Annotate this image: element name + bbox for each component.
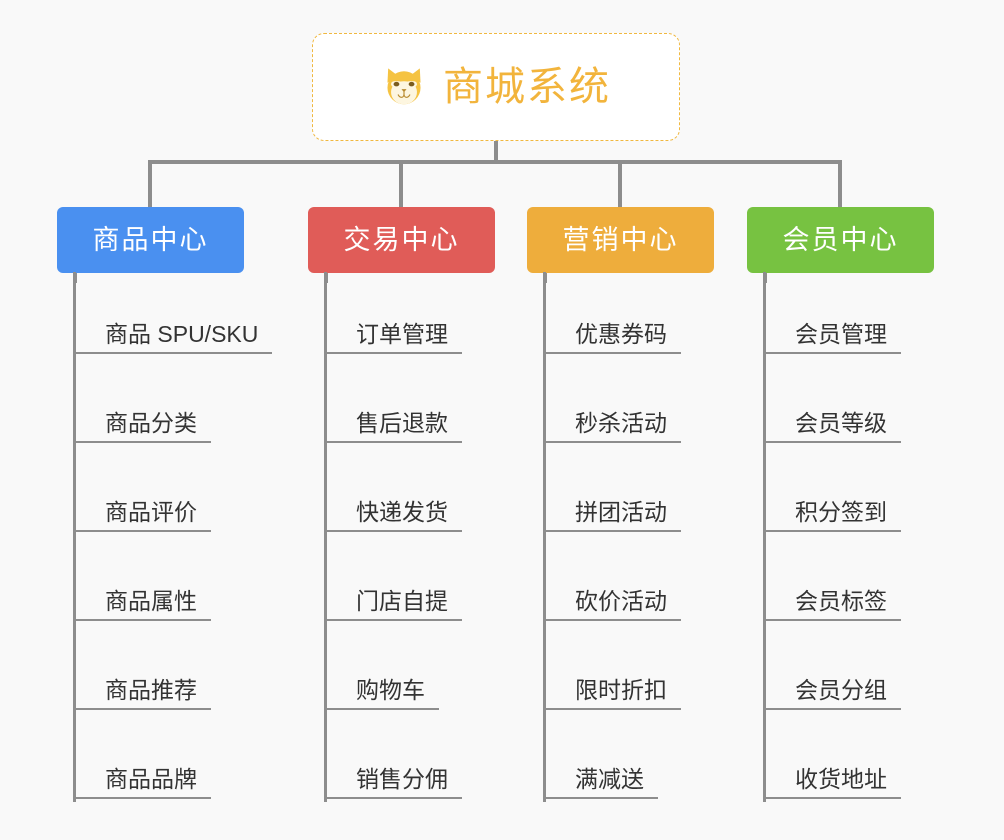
leaf-item[interactable]: 商品分类 — [73, 361, 211, 443]
leaf-spine-1 — [73, 272, 76, 802]
leaf-label: 会员分组 — [795, 677, 887, 703]
leaf-item[interactable]: 拼团活动 — [543, 450, 681, 532]
root-title: 商城系统 — [443, 65, 611, 109]
leaf-label: 优惠券码 — [575, 321, 667, 347]
branch-label-3: 营销中心 — [562, 224, 679, 255]
leaf-item[interactable]: 销售分佣 — [324, 717, 462, 799]
leaf-label: 快递发货 — [356, 499, 448, 525]
leaf-label: 商品属性 — [105, 588, 197, 614]
leaf-label: 销售分佣 — [356, 766, 448, 792]
branch-node-2[interactable]: 交易中心 — [308, 207, 495, 273]
connector-drop-1 — [148, 160, 152, 208]
leaf-item[interactable]: 商品品牌 — [73, 717, 211, 799]
leaf-item[interactable]: 满减送 — [543, 717, 658, 799]
leaf-item[interactable]: 砍价活动 — [543, 539, 681, 621]
leaf-label: 商品 SPU/SKU — [105, 321, 259, 347]
leaf-label: 商品评价 — [105, 499, 197, 525]
leaf-label: 商品分类 — [105, 410, 197, 436]
root-node[interactable]: 商城系统 — [312, 33, 680, 141]
branch-node-4[interactable]: 会员中心 — [747, 207, 934, 273]
leaf-item[interactable]: 商品评价 — [73, 450, 211, 532]
leaf-label: 门店自提 — [356, 588, 448, 614]
leaf-label: 会员等级 — [795, 410, 887, 436]
connector-drop-3 — [618, 160, 622, 208]
leaf-item[interactable]: 优惠券码 — [543, 272, 681, 354]
branch-label-4: 会员中心 — [782, 224, 899, 255]
connector-drop-4 — [838, 160, 842, 208]
leaf-spine-4 — [763, 272, 766, 802]
leaf-label: 商品品牌 — [105, 766, 197, 792]
connector-drop-2 — [399, 160, 403, 208]
leaf-label: 限时折扣 — [575, 677, 667, 703]
leaf-item[interactable]: 快递发货 — [324, 450, 462, 532]
leaf-item[interactable]: 会员等级 — [763, 361, 901, 443]
leaf-spine-3 — [543, 272, 546, 802]
leaf-item[interactable]: 会员管理 — [763, 272, 901, 354]
branch-node-1[interactable]: 商品中心 — [57, 207, 244, 273]
leaf-item[interactable]: 积分签到 — [763, 450, 901, 532]
leaf-item[interactable]: 限时折扣 — [543, 628, 681, 710]
connector-horizontal-bus — [148, 160, 842, 164]
leaf-item[interactable]: 收货地址 — [763, 717, 901, 799]
leaf-label: 订单管理 — [356, 321, 448, 347]
leaf-label: 收货地址 — [795, 766, 887, 792]
branch-label-2: 交易中心 — [343, 224, 460, 255]
leaf-label: 满减送 — [575, 766, 644, 792]
leaf-label: 砍价活动 — [575, 588, 667, 614]
leaf-label: 会员标签 — [795, 588, 887, 614]
leaf-label: 购物车 — [356, 677, 425, 703]
connector-root-stem — [494, 141, 498, 164]
shiba-dog-icon — [387, 68, 421, 105]
leaf-label: 积分签到 — [795, 499, 887, 525]
leaf-item[interactable]: 会员标签 — [763, 539, 901, 621]
leaf-item[interactable]: 会员分组 — [763, 628, 901, 710]
leaf-label: 售后退款 — [356, 410, 448, 436]
leaf-item[interactable]: 售后退款 — [324, 361, 462, 443]
leaf-label: 商品推荐 — [105, 677, 197, 703]
leaf-item[interactable]: 秒杀活动 — [543, 361, 681, 443]
leaf-label: 秒杀活动 — [575, 410, 667, 436]
leaf-item[interactable]: 购物车 — [324, 628, 439, 710]
leaf-spine-2 — [324, 272, 327, 802]
leaf-item[interactable]: 订单管理 — [324, 272, 462, 354]
leaf-item[interactable]: 商品属性 — [73, 539, 211, 621]
leaf-label: 会员管理 — [795, 321, 887, 347]
branch-label-1: 商品中心 — [92, 224, 209, 255]
leaf-item[interactable]: 门店自提 — [324, 539, 462, 621]
leaf-item[interactable]: 商品 SPU/SKU — [73, 272, 272, 354]
leaf-label: 拼团活动 — [575, 499, 667, 525]
leaf-item[interactable]: 商品推荐 — [73, 628, 211, 710]
branch-node-3[interactable]: 营销中心 — [527, 207, 714, 273]
